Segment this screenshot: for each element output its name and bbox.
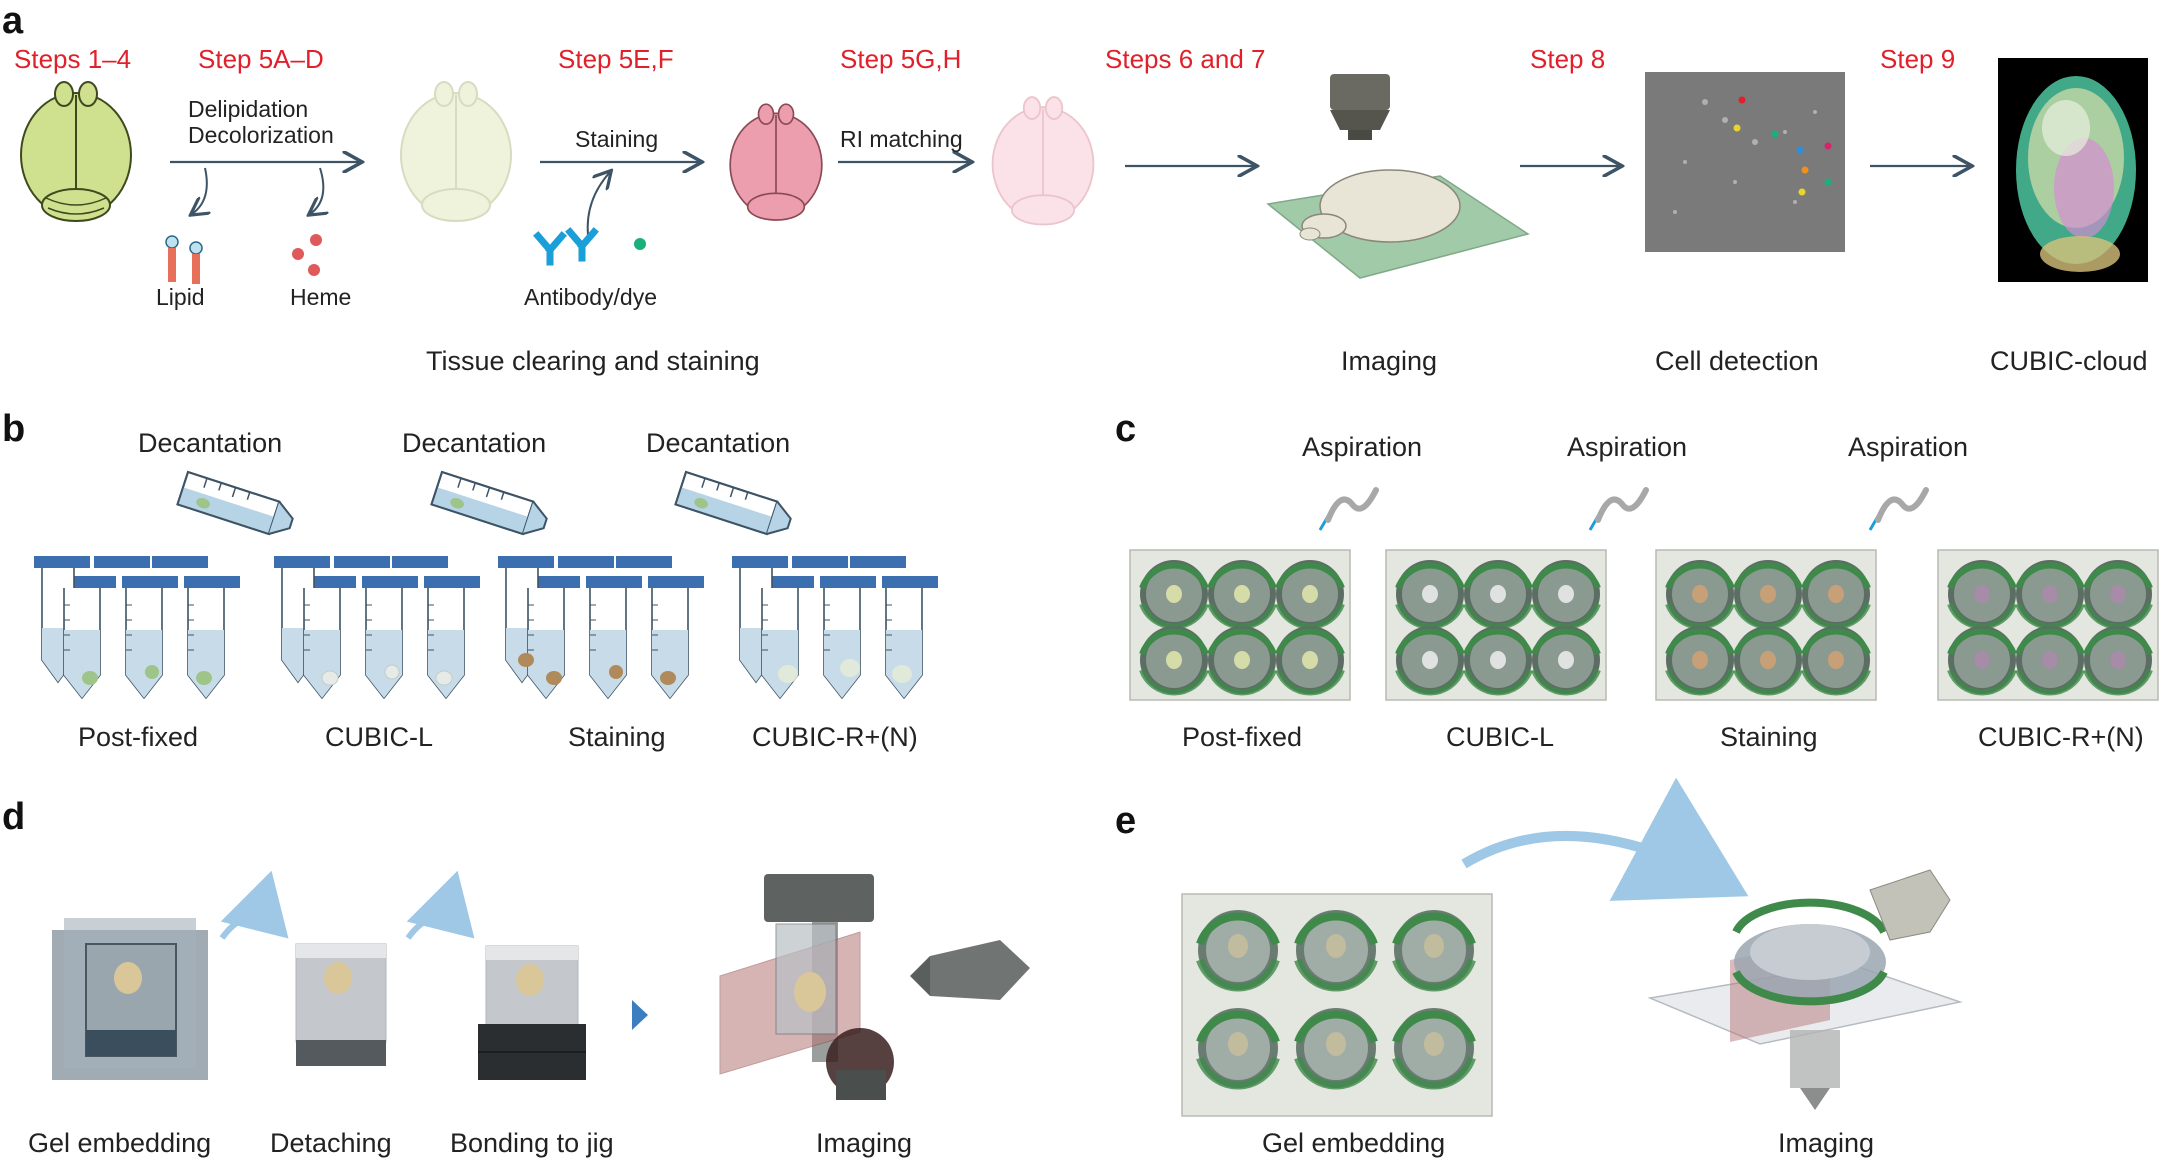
d-label-bonding-to-jig: Bonding to jig <box>450 1128 614 1158</box>
e-label-gel-embedding: Gel embedding <box>1262 1128 1446 1158</box>
panel-label-b: b <box>2 408 26 450</box>
b-label-staining: Staining <box>568 722 666 752</box>
c-label-post-fixed: Post-fixed <box>1182 722 1303 752</box>
panel-label-c: c <box>1115 408 1137 450</box>
d-label-gel-embedding: Gel embedding <box>28 1128 212 1158</box>
brain-stained-illustration <box>729 103 823 221</box>
cell-detection-image <box>1645 72 1845 252</box>
step-label-6-7: Steps 6 and 7 <box>1105 44 1266 74</box>
aspiration-label-1: Aspiration <box>1302 432 1423 462</box>
panel-e-workflow <box>1181 777 1963 1117</box>
brain-green-illustration <box>20 81 132 222</box>
c-label-staining: Staining <box>1720 722 1818 752</box>
panel-a-arrows <box>170 0 2164 236</box>
panel-label-a: a <box>2 0 24 42</box>
heme-label: Heme <box>290 284 352 310</box>
panel-label-d: d <box>2 796 26 838</box>
lipid-icon <box>165 235 203 284</box>
lipid-label: Lipid <box>156 284 205 310</box>
e-label-imaging: Imaging <box>1778 1128 1875 1158</box>
decantation-label-1: Decantation <box>138 428 283 458</box>
c-label-cubic-l: CUBIC-L <box>1446 722 1555 752</box>
antibody-label: Antibody/dye <box>524 284 657 310</box>
b-label-post-fixed: Post-fixed <box>78 722 199 752</box>
aspiration-label-3: Aspiration <box>1848 432 1969 462</box>
brain-delipidated-illustration <box>400 81 512 222</box>
cubic-cloud-image <box>1998 58 2148 282</box>
ri-matching-label: RI matching <box>840 126 963 152</box>
d-label-detaching: Detaching <box>270 1128 392 1158</box>
step-label-8: Step 8 <box>1530 44 1606 74</box>
heme-icon <box>292 234 322 276</box>
group-label-cell-detection: Cell detection <box>1655 346 1819 376</box>
panel-c-well-plates <box>1120 470 2160 710</box>
group-label-cubic-cloud: CUBIC-cloud <box>1990 346 2148 376</box>
decantation-label-2: Decantation <box>402 428 547 458</box>
step-label-5a-d: Step 5A–D <box>198 44 324 74</box>
delipidation-label: Delipidation <box>188 96 309 122</box>
step-label-9: Step 9 <box>1880 44 1956 74</box>
imaging-illustration <box>1266 74 1530 279</box>
staining-step-label: Staining <box>575 126 659 152</box>
brain-ri-matched-illustration <box>991 96 1095 226</box>
step-label-5g-h: Step 5G,H <box>840 44 962 74</box>
c-label-cubic-r: CUBIC-R+(N) <box>1978 722 2144 752</box>
panel-d-workflow <box>52 870 1030 1100</box>
group-label-imaging: Imaging <box>1341 346 1438 376</box>
b-label-cubic-r: CUBIC-R+(N) <box>752 722 918 752</box>
decantation-label-3: Decantation <box>646 428 791 458</box>
group-label-tissue-clearing: Tissue clearing and staining <box>426 346 760 376</box>
d-label-imaging: Imaging <box>816 1128 913 1158</box>
panel-label-e: e <box>1115 800 1137 842</box>
step-label-1-4: Steps 1–4 <box>14 44 132 74</box>
decolorization-label: Decolorization <box>188 122 334 148</box>
step-label-5e-f: Step 5E,F <box>558 44 674 74</box>
b-label-cubic-l: CUBIC-L <box>325 722 434 752</box>
panel-b-tubes <box>33 471 939 699</box>
aspiration-label-2: Aspiration <box>1567 432 1688 462</box>
antibody-icon <box>533 227 646 266</box>
